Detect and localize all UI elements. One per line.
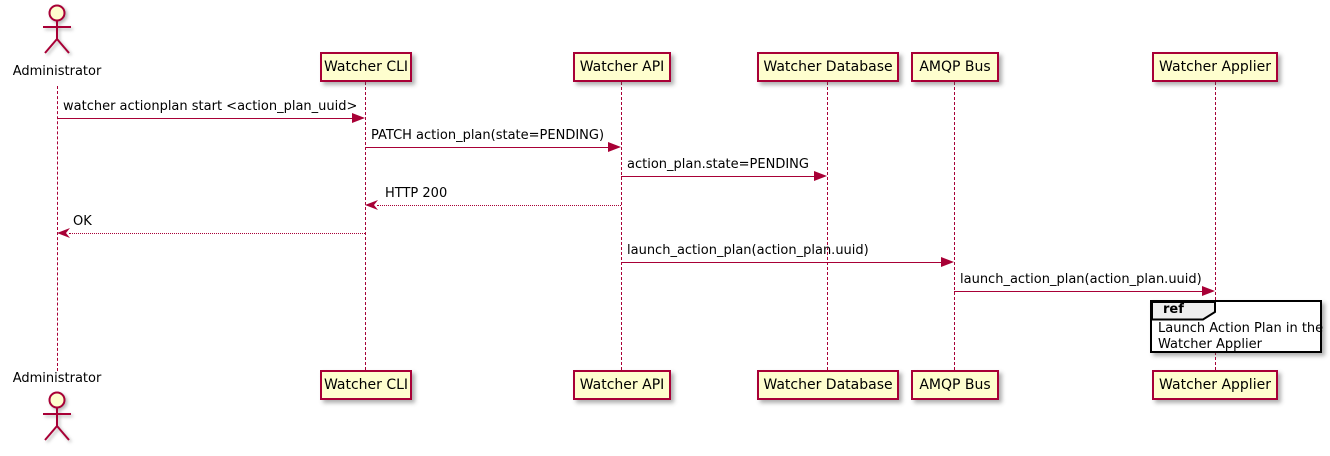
participant-label: Watcher API	[579, 377, 665, 393]
lifeline-administrator	[57, 86, 58, 371]
participant-watcher-applier-top: Watcher Applier	[1152, 52, 1278, 82]
message-line	[621, 176, 815, 177]
ref-text-line2: Watcher Applier	[1158, 337, 1262, 352]
participant-watcher-cli-bottom: Watcher CLI	[320, 370, 412, 400]
actor-icon	[43, 391, 71, 441]
arrowhead-right	[352, 113, 365, 123]
arrowhead-right	[1202, 286, 1215, 296]
participant-label: Watcher Applier	[1159, 59, 1271, 75]
ref-text: Launch Action Plan in the Watcher Applie…	[1158, 321, 1323, 353]
participant-label: Watcher Database	[763, 377, 893, 393]
participant-watcher-api-top: Watcher API	[573, 52, 671, 82]
participant-label: AMQP Bus	[919, 59, 991, 75]
participant-watcher-api-bottom: Watcher API	[573, 370, 671, 400]
arrowhead-right	[814, 171, 827, 181]
participant-label: Watcher Applier	[1159, 377, 1271, 393]
message-label: HTTP 200	[385, 186, 448, 201]
lifeline-watcher-cli	[365, 82, 366, 370]
message-line	[365, 147, 609, 148]
participant-label: AMQP Bus	[919, 377, 991, 393]
message-line	[69, 233, 365, 234]
lifeline-watcher-api	[621, 82, 622, 370]
actor-label-bottom: Administrator	[12, 371, 102, 386]
arrowhead-right	[608, 142, 621, 152]
participant-amqp-bus-bottom: AMQP Bus	[911, 370, 999, 400]
arrowhead-left	[57, 228, 70, 238]
actor-label-top: Administrator	[12, 64, 102, 79]
participant-watcher-applier-bottom: Watcher Applier	[1152, 370, 1278, 400]
ref-tag-label: ref	[1163, 302, 1184, 317]
participant-watcher-cli-top: Watcher CLI	[320, 52, 412, 82]
message-line	[954, 291, 1203, 292]
participant-label: Watcher Database	[763, 59, 893, 75]
ref-fragment: ref Launch Action Plan in the Watcher Ap…	[1150, 300, 1323, 353]
participant-label: Watcher CLI	[323, 59, 409, 75]
message-line	[621, 262, 942, 263]
arrowhead-left	[365, 200, 378, 210]
participant-watcher-database-top: Watcher Database	[757, 52, 899, 82]
participant-watcher-database-bottom: Watcher Database	[757, 370, 899, 400]
participant-amqp-bus-top: AMQP Bus	[911, 52, 999, 82]
arrowhead-right	[941, 257, 954, 267]
message-label: watcher actionplan start <action_plan_uu…	[63, 99, 358, 114]
message-label: action_plan.state=PENDING	[627, 157, 809, 172]
message-label: OK	[73, 214, 92, 229]
message-line	[57, 118, 353, 119]
actor-icon	[43, 4, 71, 54]
lifeline-amqp-bus	[954, 82, 955, 370]
message-label: launch_action_plan(action_plan.uuid)	[627, 243, 869, 258]
ref-tag-shape	[1151, 301, 1216, 321]
message-label: PATCH action_plan(state=PENDING)	[371, 128, 605, 143]
lifeline-watcher-database	[827, 82, 828, 370]
message-label: launch_action_plan(action_plan.uuid)	[960, 272, 1202, 287]
ref-text-line1: Launch Action Plan in the	[1158, 321, 1324, 336]
lifeline-watcher-applier	[1215, 82, 1216, 370]
participant-label: Watcher API	[579, 59, 665, 75]
participant-label: Watcher CLI	[323, 377, 409, 393]
message-line	[377, 205, 621, 206]
